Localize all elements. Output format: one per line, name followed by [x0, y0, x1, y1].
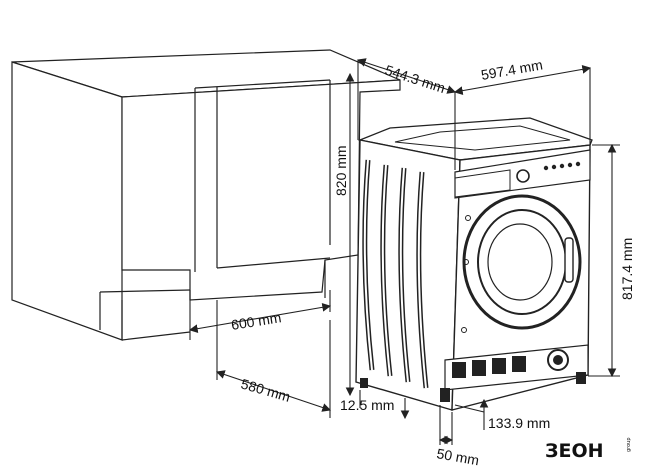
logo-brand-text: ЗЕОН — [545, 440, 604, 462]
label-foot-setback: 50 mm — [435, 445, 480, 468]
kitchen-niche — [11, 49, 401, 341]
label-niche-width: 600 mm — [230, 309, 282, 333]
logo-subtext: group — [626, 437, 632, 452]
control-buttons — [543, 161, 581, 171]
label-width-top: 597.4 mm — [480, 56, 544, 83]
label-machine-height: 817.4 mm — [619, 238, 635, 300]
brand-logo: ЗЕОН group — [545, 437, 632, 462]
label-foot-distance: 133.9 mm — [488, 415, 550, 431]
label-plinth-offset: 12.5 mm — [340, 397, 394, 413]
washing-machine — [355, 117, 593, 411]
dimension-lines — [188, 58, 620, 445]
label-niche-height: 820 mm — [333, 145, 349, 196]
label-niche-depth: 580 mm — [239, 376, 292, 405]
door — [462, 194, 582, 330]
